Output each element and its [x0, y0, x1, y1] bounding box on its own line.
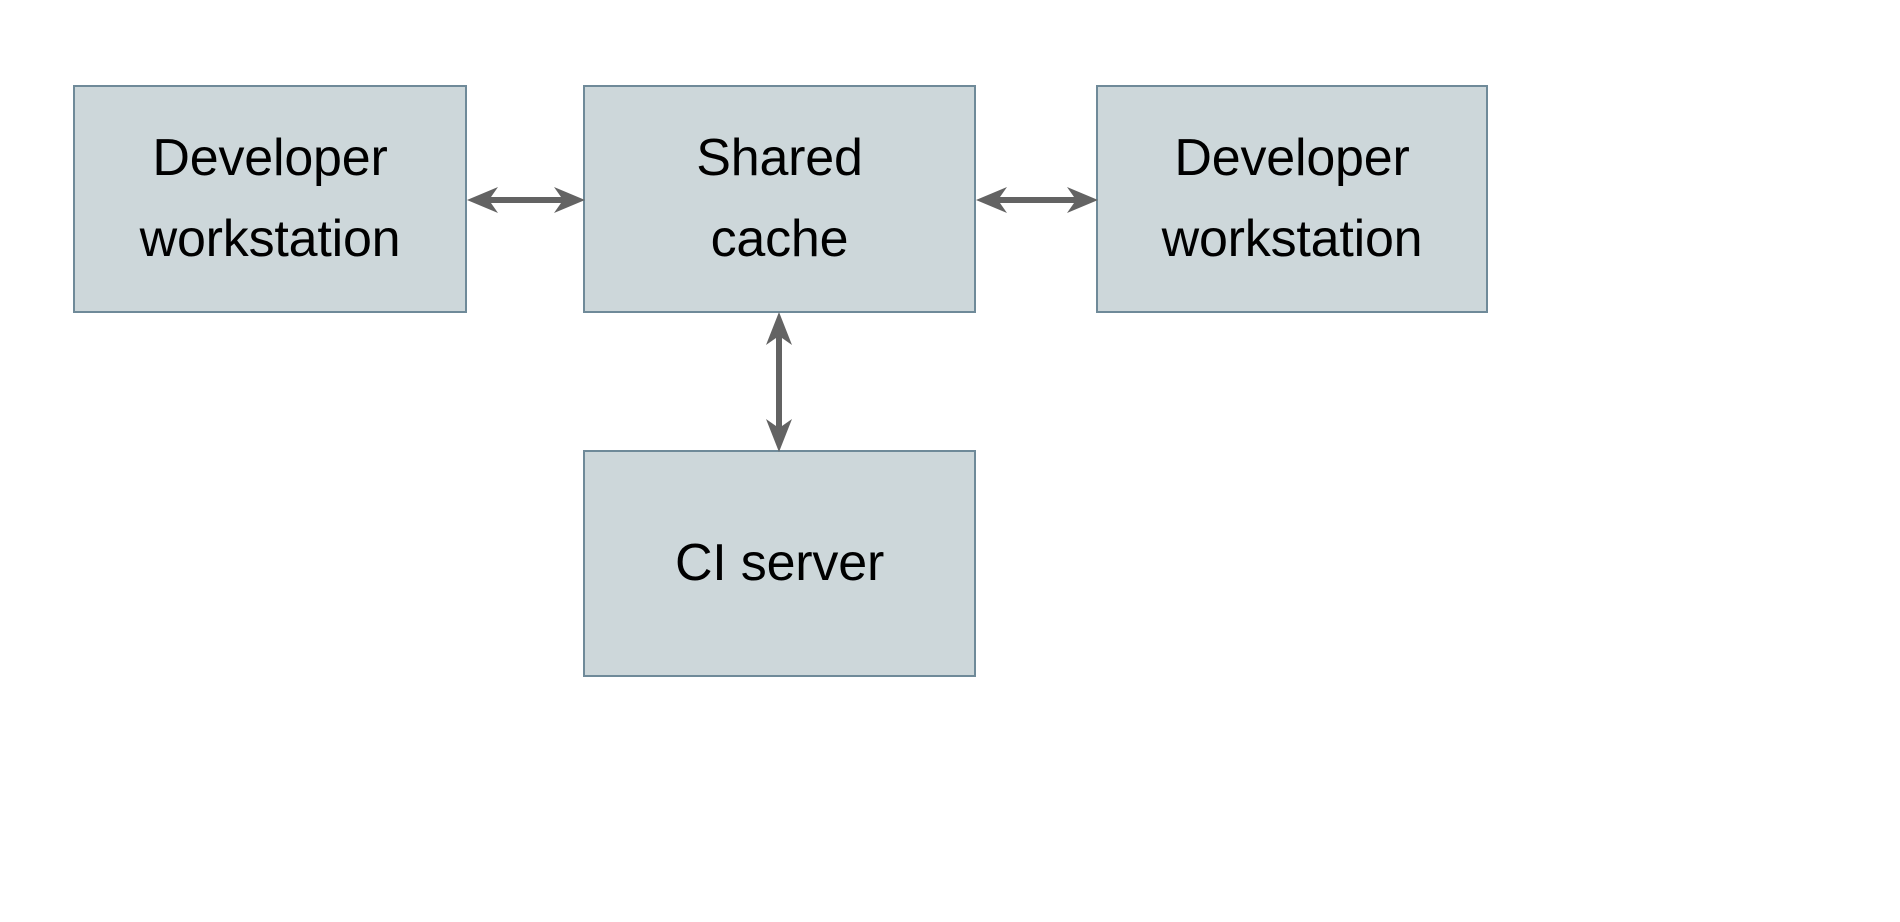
node-label: Shared cache [696, 129, 863, 268]
node-developer-workstation-left[interactable]: Developer workstation [73, 85, 467, 313]
double-headed-arrow-icon [976, 187, 1098, 213]
double-headed-arrow-icon [467, 187, 585, 213]
node-ci-server[interactable]: CI server [583, 450, 976, 677]
edge-shared-cache-to-developer-workstation-right [976, 187, 1098, 213]
edge-shared-cache-to-ci-server [766, 312, 792, 452]
edge-developer-workstation-left-to-shared-cache [467, 187, 585, 213]
node-label: Developer workstation [139, 129, 401, 268]
node-label: CI server [674, 534, 885, 593]
node-developer-workstation-right[interactable]: Developer workstation [1096, 85, 1488, 313]
node-shared-cache[interactable]: Shared cache [583, 85, 976, 313]
double-headed-arrow-icon [766, 312, 792, 452]
node-label: Developer workstation [1161, 129, 1423, 268]
